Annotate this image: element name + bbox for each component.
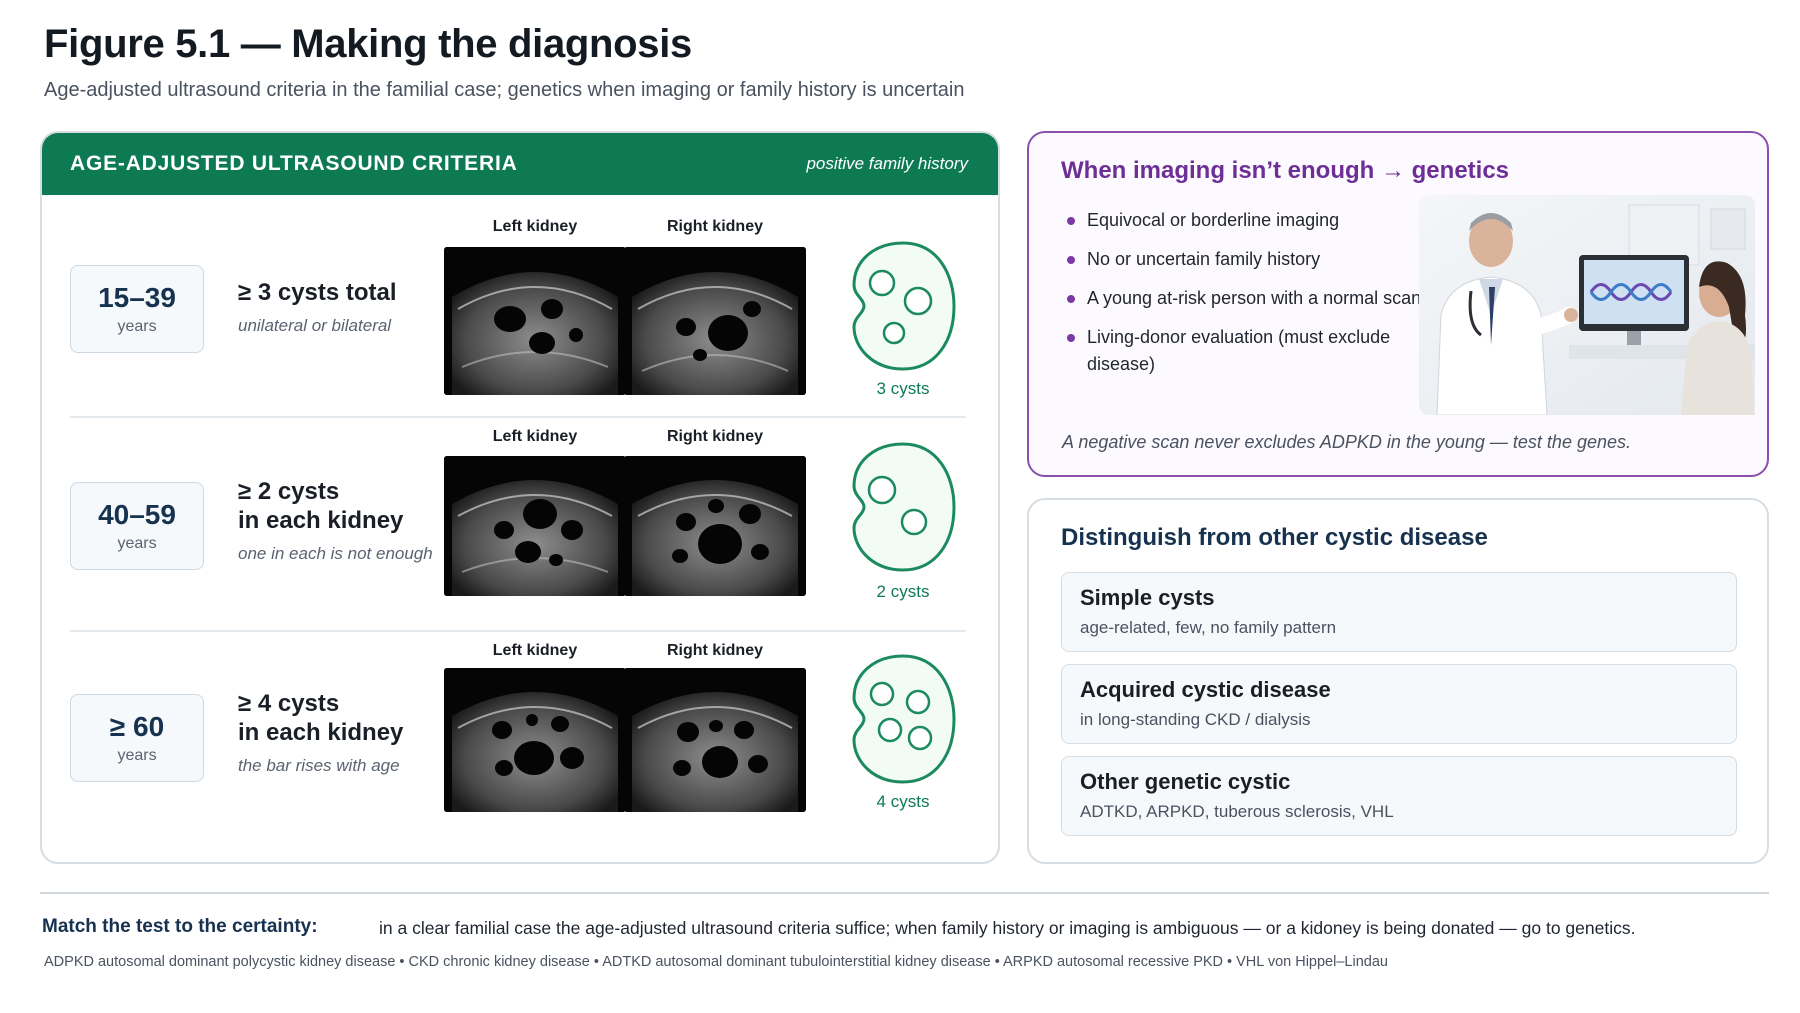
cyst-count: 2 cysts (876, 582, 930, 601)
criteria-header-note: positive family history (806, 154, 968, 173)
right-kidney-ultrasound (624, 456, 806, 596)
right-kidney-label: Right kidney (666, 642, 763, 659)
match-text: in a clear familial case the age-adjuste… (379, 918, 1636, 938)
distinguish-panel: Distinguish from other cystic disease Si… (1027, 498, 1769, 864)
genetics-panel: When imaging isn’t enough → genetics Equ… (1027, 131, 1769, 477)
genetics-item: Equivocal or borderline imaging (1067, 207, 1427, 234)
distinguish-card-title: Acquired cystic disease (1080, 677, 1331, 702)
cyst-count: 4 cysts (876, 792, 930, 811)
criterion-main-line2: in each kidney (238, 718, 404, 746)
age-range: ≥ 60 (109, 710, 165, 742)
kidney-diagram-icon (852, 654, 956, 784)
cyst-count: 3 cysts (876, 379, 930, 398)
doctor-consultation-illustration (1419, 195, 1755, 415)
abbreviations: ADPKD autosomal dominant polycystic kidn… (44, 954, 1388, 970)
right-kidney-ultrasound (624, 668, 806, 812)
distinguish-card-title: Other genetic cystic (1080, 769, 1291, 794)
age-unit: years (117, 747, 157, 765)
distinguish-card-sub: age-related, few, no family pattern (1080, 618, 1337, 637)
bottom-divider (40, 892, 1769, 894)
kidney-diagram-icon (852, 442, 956, 572)
distinguish-card-sub: in long-standing CKD / dialysis (1080, 710, 1311, 729)
left-kidney-ultrasound (444, 456, 626, 596)
genetics-item: A young at-risk person with a normal sca… (1067, 285, 1427, 312)
row-divider (70, 416, 966, 418)
criterion-main-line2: in each kidney (238, 506, 404, 534)
match-label: Match the test to the certainty: (42, 916, 318, 937)
distinguish-card-simple: Simple cysts age-related, few, no family… (1061, 572, 1737, 652)
criteria-panel: AGE-ADJUSTED ULTRASOUND CRITERIA positiv… (40, 131, 1000, 864)
left-kidney-ultrasound (444, 668, 626, 812)
left-kidney-label: Left kidney (492, 428, 578, 445)
figure-title: Figure 5.1 — Making the diagnosis (44, 22, 692, 66)
genetics-title: When imaging isn’t enough → genetics (1061, 157, 1510, 184)
distinguish-card-sub: ADTKD, ARPKD, tuberous sclerosis, VHL (1080, 802, 1394, 821)
criterion-note: one in each is not enough (238, 543, 433, 563)
criteria-row-2: 40–59 years ≥ 2 cysts in each kidney one… (42, 418, 998, 633)
age-range: 40–59 (98, 498, 176, 530)
distinguish-card-acquired: Acquired cystic disease in long-standing… (1061, 664, 1737, 744)
left-kidney-ultrasound (444, 247, 626, 395)
figure-subtitle: Age-adjusted ultrasound criteria in the … (44, 79, 965, 101)
genetics-item: Living-donor evaluation (must exclude di… (1067, 324, 1427, 378)
genetics-item: No or uncertain family history (1067, 246, 1427, 273)
criterion-text: ≥ 3 cysts total unilateral or bilateral (238, 279, 397, 336)
genetics-footnote: A negative scan never excludes ADPKD in … (1062, 432, 1631, 452)
age-badge: ≥ 60 years (70, 694, 204, 782)
age-badge: 15–39 years (70, 265, 204, 353)
row-divider (70, 630, 966, 632)
distinguish-title: Distinguish from other cystic disease (1061, 524, 1488, 551)
criterion-main: ≥ 2 cysts (238, 478, 340, 505)
criterion-text: ≥ 2 cysts in each kidney one in each is … (238, 478, 433, 564)
right-kidney-ultrasound (624, 247, 806, 395)
left-kidney-label: Left kidney (492, 642, 578, 659)
age-unit: years (117, 535, 157, 553)
age-badge: 40–59 years (70, 482, 204, 570)
right-kidney-label: Right kidney (666, 218, 763, 235)
criteria-row-3: ≥ 60 years ≥ 4 cysts in each kidney the … (42, 632, 998, 847)
age-range: 15–39 (98, 281, 176, 313)
criterion-main: ≥ 3 cysts total (238, 279, 397, 306)
criteria-header-title: AGE-ADJUSTED ULTRASOUND CRITERIA (70, 152, 518, 175)
distinguish-card-genetic: Other genetic cystic ADTKD, ARPKD, tuber… (1061, 756, 1737, 836)
criterion-note: the bar rises with age (238, 755, 400, 775)
criterion-note: unilateral or bilateral (238, 315, 392, 335)
genetics-list: Equivocal or borderline imaging No or un… (1067, 207, 1427, 390)
criterion-main: ≥ 4 cysts (238, 690, 340, 717)
criteria-row-1: 15–39 years ≥ 3 cysts total unilateral o… (42, 195, 998, 410)
left-kidney-label: Left kidney (492, 218, 578, 235)
age-unit: years (117, 318, 157, 336)
criterion-text: ≥ 4 cysts in each kidney the bar rises w… (238, 690, 403, 776)
distinguish-card-title: Simple cysts (1080, 585, 1215, 610)
criteria-header: AGE-ADJUSTED ULTRASOUND CRITERIA positiv… (42, 133, 998, 195)
right-kidney-label: Right kidney (666, 428, 763, 445)
kidney-diagram-icon (852, 241, 956, 371)
